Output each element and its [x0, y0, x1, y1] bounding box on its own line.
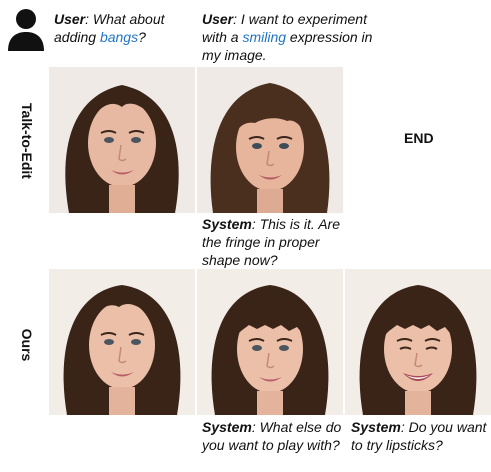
system-reply-ours-1: System: What else do you want to play wi… — [202, 419, 342, 453]
highlight-smiling: smiling — [242, 29, 287, 45]
speaker-user: User — [202, 11, 234, 27]
face-image-ours-smiling — [345, 269, 491, 415]
face-image-ours-original — [49, 269, 195, 415]
user-prompt-smiling: User: I want to experiment with a smilin… — [202, 11, 373, 63]
face-image-tte-original — [49, 67, 195, 213]
face-image-tte-bangs — [197, 67, 343, 213]
system-reply-ours-2: System: Do you want to try lipsticks? — [351, 419, 487, 453]
user-prompt-bangs: User: What about adding bangs? — [54, 11, 165, 45]
end-label: END — [404, 130, 434, 146]
face-image-ours-bangs — [197, 269, 343, 415]
row-label-talk-to-edit: Talk-to-Edit — [19, 103, 35, 179]
user-icon — [8, 9, 44, 51]
speaker-system: System — [351, 419, 401, 435]
system-reply-tte: System: This is it. Are the fringe in pr… — [202, 216, 340, 268]
speaker-system: System — [202, 419, 252, 435]
highlight-bangs: bangs — [99, 29, 139, 45]
speaker-system: System — [202, 216, 252, 232]
row-label-ours: Ours — [19, 328, 35, 362]
speaker-user: User — [54, 11, 86, 27]
